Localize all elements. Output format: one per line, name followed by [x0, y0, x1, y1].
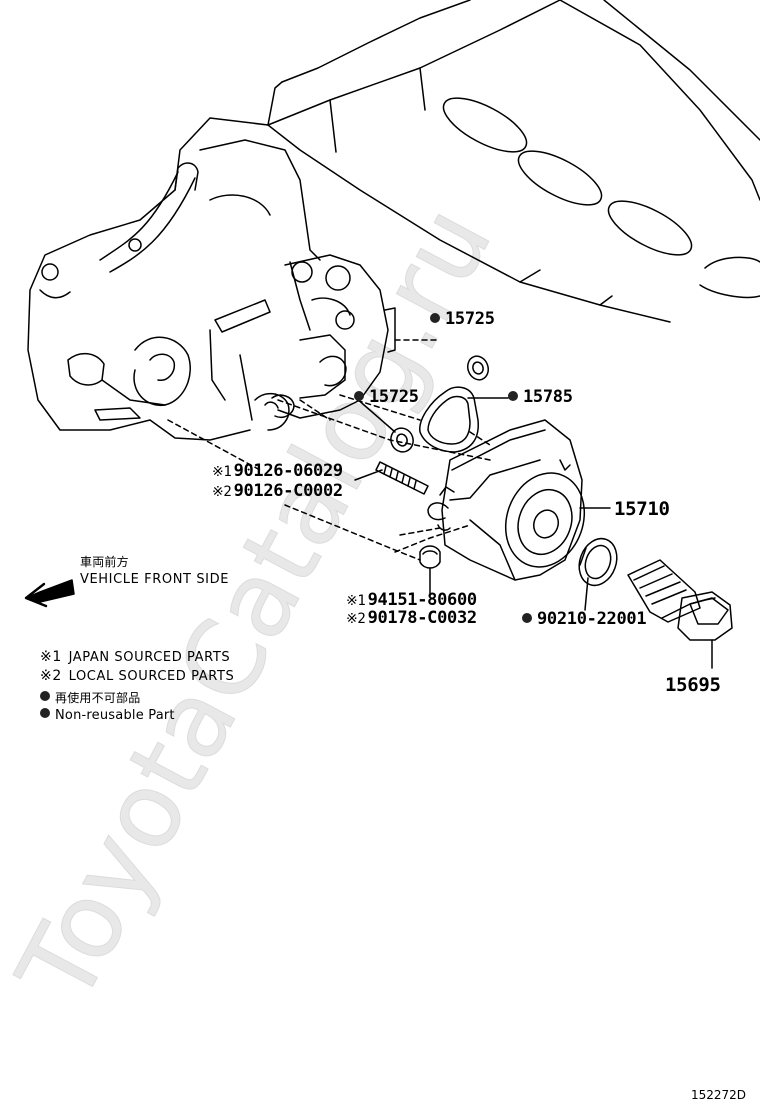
legend-nonreuse-ja: 再使用不可部品: [40, 689, 140, 706]
legend-nonreuse-en: Non-reusable Part: [40, 708, 175, 723]
leader-nut-case: [394, 524, 471, 553]
engine-front-cover: [27, 117, 321, 441]
oil-filter-case-15710: [427, 419, 586, 581]
non-reusable-dot-icon: [508, 391, 518, 401]
filter-bracket: [271, 254, 396, 419]
leader-90210: [584, 577, 589, 611]
leader-stud: [354, 469, 383, 481]
union-bolt-15695: [627, 559, 733, 641]
non-reusable-dot-icon: [522, 613, 532, 623]
non-reusable-dot-icon: [354, 391, 364, 401]
stud-bolt: [375, 461, 429, 495]
leader-stud-engine: [167, 419, 261, 471]
nut: [419, 545, 441, 569]
direction-ja: 車両前方: [80, 555, 129, 569]
legend-japan: ※1 JAPAN SOURCED PARTS: [40, 649, 231, 665]
label-90210: 90210-22001: [522, 609, 647, 629]
leader-gasket-case: [277, 399, 491, 461]
legend-local: ※2 LOCAL SOURCED PARTS: [40, 668, 235, 684]
engine-block: [267, 0, 760, 323]
label-15725-left: 15725: [354, 387, 419, 407]
non-reusable-dot-icon: [40, 708, 50, 718]
label-15725-top: 15725: [430, 309, 495, 329]
label-15710: 15710: [614, 498, 670, 520]
leader-15785-dash: [469, 431, 491, 446]
gasket-15785: [419, 386, 479, 453]
label-15695: 15695: [665, 674, 721, 696]
gasket-90210: [578, 537, 618, 587]
oring-15725-left: [390, 427, 414, 453]
leader-15725-left-ring: [355, 397, 396, 433]
figure-number: 152272D: [690, 1088, 746, 1102]
non-reusable-dot-icon: [40, 691, 50, 701]
leader-nut-engine: [284, 504, 421, 561]
direction-en: VEHICLE FRONT SIDE: [80, 572, 230, 587]
front-direction-arrow-icon: [24, 579, 75, 608]
label-15785: 15785: [508, 387, 573, 407]
non-reusable-dot-icon: [430, 313, 440, 323]
oring-15725-top: [466, 355, 490, 381]
